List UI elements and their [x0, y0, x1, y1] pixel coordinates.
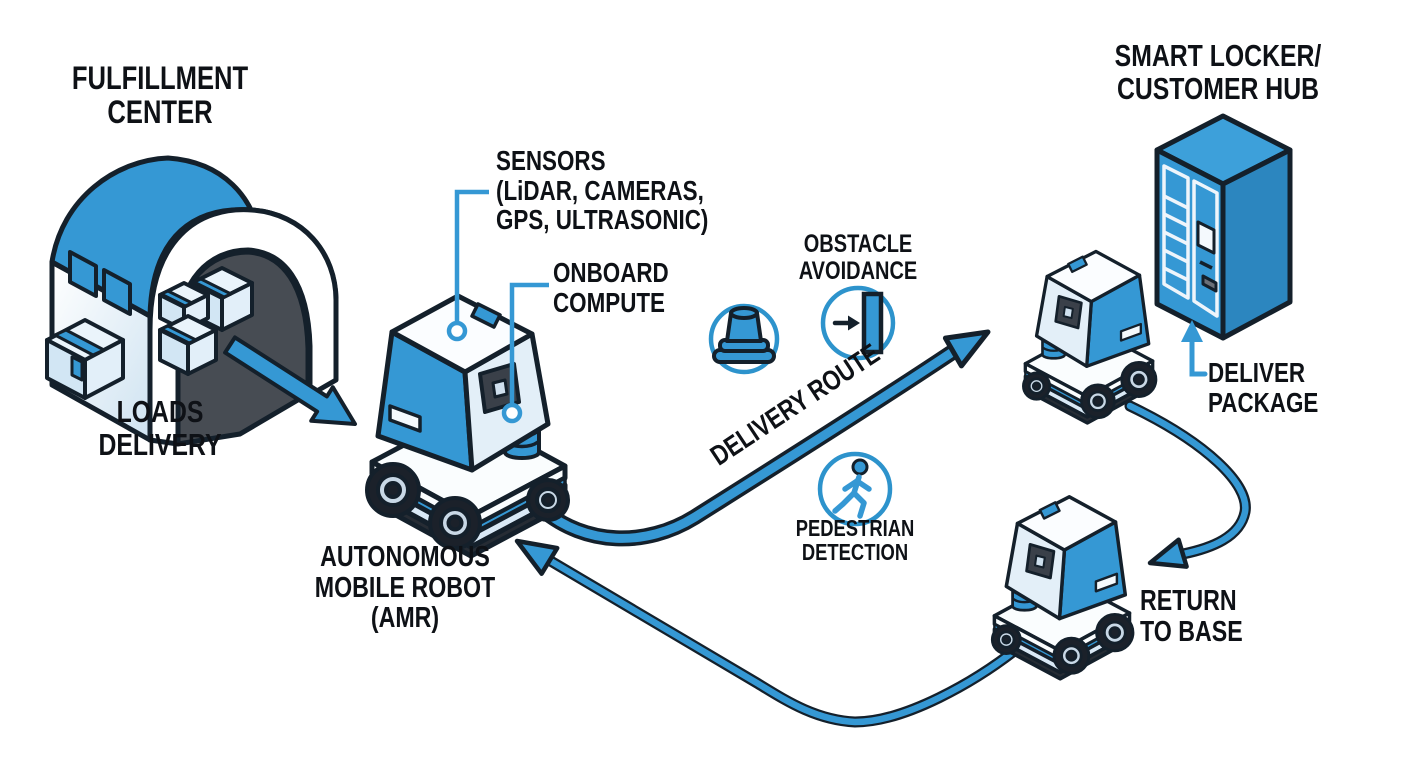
- arrow-into-wall-icon: [820, 285, 896, 361]
- traffic-cone-icon: [708, 303, 780, 375]
- onboard-compute-callout: [501, 282, 549, 424]
- loads-delivery-arrow: [223, 335, 357, 426]
- label-sensors: SENSORS (LiDAR, CAMERAS, GPS, ULTRASONIC…: [496, 145, 709, 236]
- label-onboard-compute: ONBOARD COMPUTE: [553, 257, 669, 318]
- label-loads-delivery: LOADS DELIVERY: [98, 394, 222, 462]
- locker-doors: [1162, 164, 1219, 318]
- delivery-route-arrow: [535, 329, 991, 547]
- label-deliver-package: DELIVER PACKAGE: [1208, 357, 1319, 418]
- label-smart-locker: SMART LOCKER/ CUSTOMER HUB: [1114, 38, 1322, 106]
- package-boxes: [45, 266, 254, 400]
- warehouse-window: [102, 268, 132, 316]
- label-obstacle-avoidance: OBSTACLE AVOIDANCE: [798, 230, 918, 285]
- locker-slot: [1201, 274, 1218, 293]
- smart-locker-illustration: [1154, 113, 1293, 341]
- return-robot-illustration: [990, 495, 1135, 681]
- label-amr: AUTONOMOUS MOBILE ROBOT (AMR): [314, 541, 496, 635]
- warehouse-window: [68, 250, 98, 298]
- label-return-to-base: RETURN TO BASE: [1140, 585, 1243, 648]
- label-fulfillment-center: FULFILLMENT CENTER: [71, 60, 249, 130]
- deliver-package-arrow: [1181, 320, 1208, 377]
- amr-illustration: [367, 296, 568, 556]
- return-route-arrow: [514, 538, 1024, 728]
- label-pedestrian-detection: PEDESTRIAN DETECTION: [795, 515, 915, 566]
- locker-robot-illustration: [1021, 249, 1158, 425]
- walking-person-icon: [817, 451, 893, 527]
- locker-screen: [1196, 220, 1216, 255]
- locker-slot: [1199, 260, 1213, 270]
- hub-to-base-arrow: [1124, 400, 1251, 569]
- sensors-callout: [446, 189, 489, 342]
